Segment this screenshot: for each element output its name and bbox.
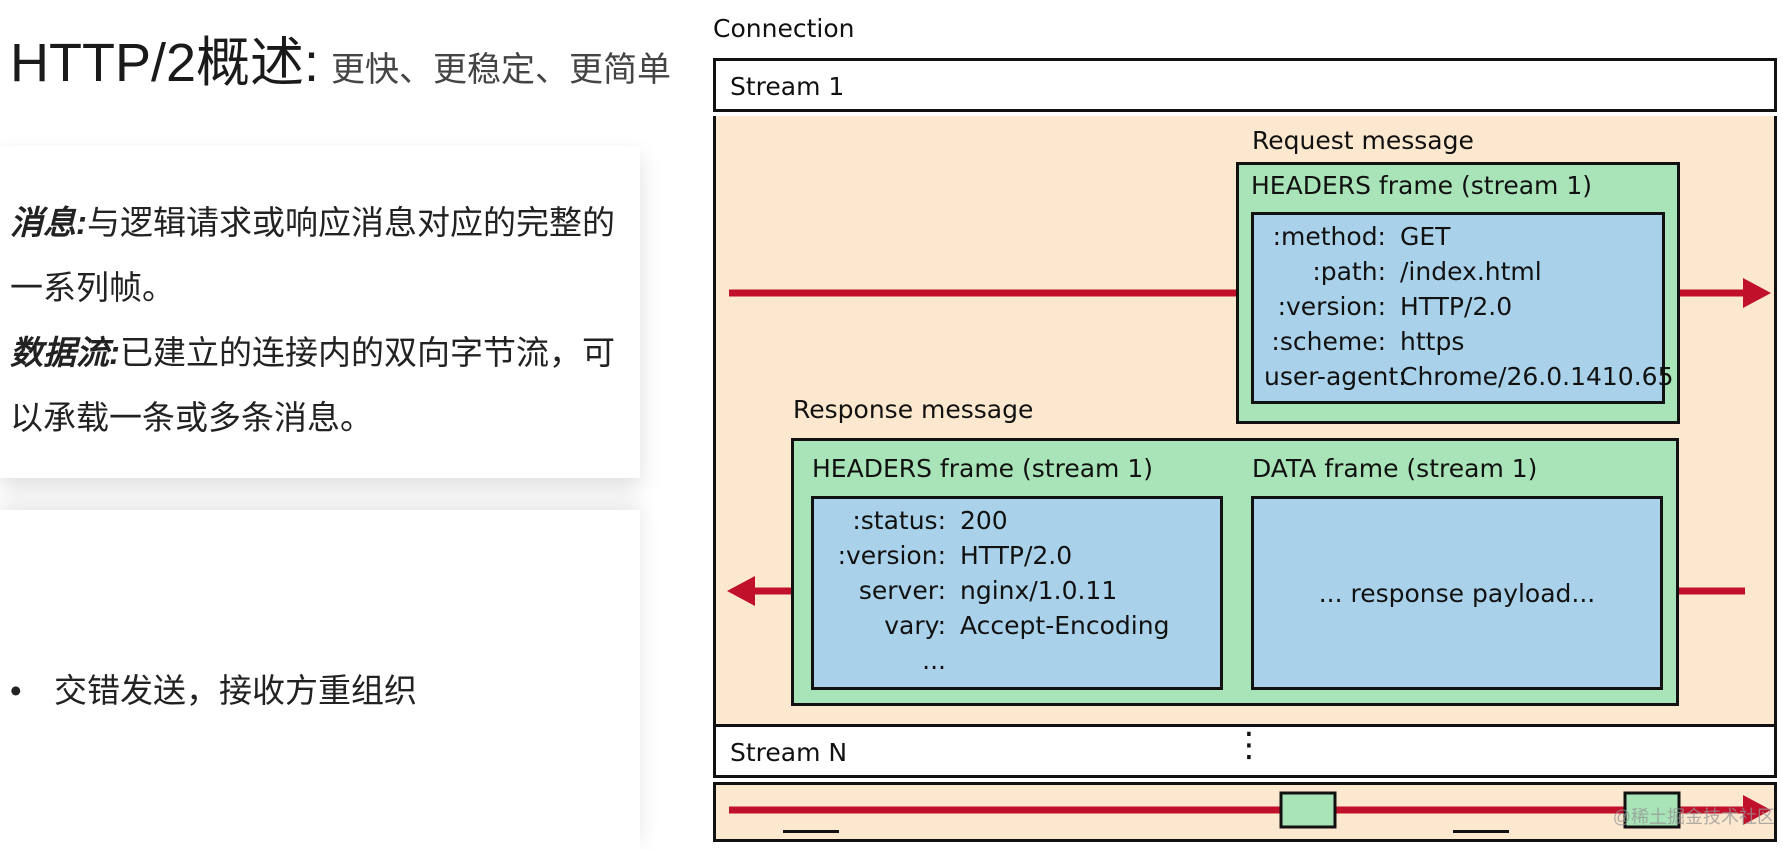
connection-label: Connection bbox=[713, 14, 855, 43]
streamN-frame-2 bbox=[1623, 791, 1681, 829]
response_header-key: ... bbox=[922, 646, 946, 675]
request_header-value: https bbox=[1400, 327, 1465, 356]
response-message-label: Response message bbox=[793, 395, 1034, 424]
streamN-frame-edge-1 bbox=[783, 830, 839, 833]
stream-text: 已建立的连接内的双向字节流，可以承载一条或多条消息。 bbox=[10, 334, 615, 436]
streamN-frame-edge-2 bbox=[1453, 830, 1509, 833]
title-main: HTTP/2概述 bbox=[10, 33, 305, 93]
request_header-key: :method: bbox=[1272, 222, 1386, 251]
request_header-row: :scheme: https bbox=[1264, 324, 1673, 359]
bullet-text: 交错发送，接收方重组织 bbox=[54, 672, 417, 709]
response_header-key: :status: bbox=[852, 506, 946, 535]
bullet-dot: • bbox=[10, 672, 22, 709]
response_header-row: :status: 200 bbox=[824, 503, 1169, 538]
request_header-value: GET bbox=[1400, 222, 1451, 251]
streamN-arrow-layer bbox=[729, 791, 1771, 833]
response_header-row: ... bbox=[824, 643, 1169, 678]
response-arrow-head bbox=[727, 576, 755, 606]
bullet-item: • 交错发送，接收方重组织 bbox=[10, 664, 417, 712]
data-payload-text: ... response payload... bbox=[1318, 579, 1596, 608]
definition-card bbox=[0, 146, 640, 478]
response_header-value: 200 bbox=[960, 506, 1008, 535]
request-headers-frame: HEADERS frame (stream 1) :method: GET :pat… bbox=[1236, 162, 1680, 424]
response_header-value: Accept-Encoding bbox=[960, 611, 1170, 640]
request-headers-title: HEADERS frame (stream 1) bbox=[1251, 171, 1592, 200]
request_header-key: user-agent: bbox=[1264, 362, 1407, 391]
request_header-value: HTTP/2.0 bbox=[1400, 292, 1513, 321]
request_header-key: :path: bbox=[1312, 257, 1386, 286]
stream-term: 数据流: bbox=[10, 334, 120, 371]
request_header-key: :scheme: bbox=[1271, 327, 1386, 356]
request_header-value: /index.html bbox=[1400, 257, 1542, 286]
request_header-row: :path: /index.html bbox=[1264, 254, 1673, 289]
request_header-row: :version: HTTP/2.0 bbox=[1264, 289, 1673, 324]
response_header-value: HTTP/2.0 bbox=[960, 541, 1073, 570]
response-message-frame: HEADERS frame (stream 1) DATA frame (str… bbox=[791, 438, 1679, 706]
message-text: 与逻辑请求或响应消息对应的完整的一系列帧。 bbox=[10, 204, 615, 306]
request_header-row: user-agent:Chrome/26.0.1410.65 bbox=[1264, 359, 1673, 394]
watermark: @稀土掘金技术社区 bbox=[1612, 807, 1775, 827]
response_header-value bbox=[946, 643, 960, 678]
streamN-arrow-head bbox=[1743, 795, 1771, 825]
title-colon: : bbox=[304, 33, 320, 93]
arrows-layer bbox=[727, 278, 1771, 606]
response_header-key: :version: bbox=[837, 541, 946, 570]
response-headers-title: HEADERS frame (stream 1) bbox=[812, 454, 1153, 483]
response-header-fields: :status: 200 :version: HTTP/2.0 server: nginx… bbox=[811, 496, 1223, 690]
streamN-header: Stream N bbox=[713, 724, 1777, 778]
request_header-value: Chrome/26.0.1410.65 bbox=[1400, 362, 1674, 391]
response_header-row: vary: Accept-Encoding bbox=[824, 608, 1169, 643]
stream1-header: Stream 1 bbox=[713, 58, 1777, 112]
data-payload-box: ... response payload... bbox=[1251, 496, 1663, 690]
title-subtitle: 更快、更稳定、更简单 bbox=[331, 51, 672, 89]
response_header-key: vary: bbox=[884, 611, 946, 640]
request-message-label: Request message bbox=[1252, 126, 1474, 155]
slide-title: HTTP/2概述: 更快、更稳定、更简单 bbox=[10, 36, 671, 90]
streamN-label: Stream N bbox=[730, 738, 848, 767]
stream1-label: Stream 1 bbox=[730, 72, 845, 101]
message-definition: 消息:与逻辑请求或响应消息对应的完整的一系列帧。 bbox=[10, 190, 630, 320]
streamN-frame-1 bbox=[1279, 791, 1337, 829]
data-frame-title: DATA frame (stream 1) bbox=[1252, 454, 1538, 483]
request_header-row: :method: GET bbox=[1264, 219, 1673, 254]
bullet-card bbox=[0, 510, 640, 850]
response_header-row: server: nginx/1.0.11 bbox=[824, 573, 1169, 608]
stream-definition: 数据流:已建立的连接内的双向字节流，可以承载一条或多条消息。 bbox=[10, 320, 630, 450]
response_header-value: nginx/1.0.11 bbox=[960, 576, 1118, 605]
request-header-list: :method: GET :path: /index.html :version: HTT… bbox=[1264, 219, 1673, 394]
response_header-row: :version: HTTP/2.0 bbox=[824, 538, 1169, 573]
request-arrow-head bbox=[1743, 278, 1771, 308]
response-header-list: :status: 200 :version: HTTP/2.0 server: nginx… bbox=[824, 503, 1170, 678]
message-term: 消息: bbox=[10, 204, 87, 241]
request-header-fields: :method: GET :path: /index.html :version: HTT… bbox=[1251, 212, 1673, 404]
response_header-key: server: bbox=[858, 576, 946, 605]
request_header-key: :version: bbox=[1277, 292, 1386, 321]
vertical-ellipsis: ⋮ bbox=[1232, 725, 1266, 765]
